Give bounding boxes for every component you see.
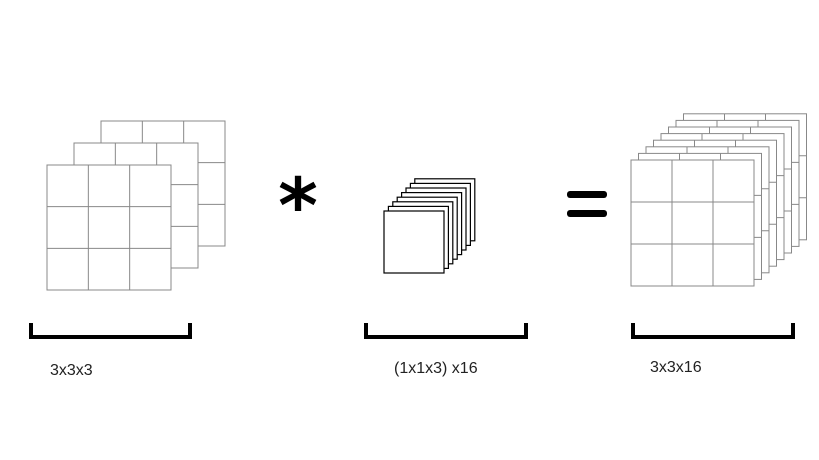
input-layer [46,164,172,291]
output-bracket [631,323,795,339]
output-tensor-stack [630,113,807,287]
input-bracket [29,323,192,339]
kernel-dimension-label: (1x1x3) x16 [394,360,478,377]
input-dimension-label: 3x3x3 [50,362,93,379]
kernel-stack [383,178,476,274]
output-dimension-label: 3x3x16 [650,359,702,376]
output-layer [630,159,755,287]
kernel-bracket [364,323,528,339]
input-tensor-stack [46,120,226,291]
kernel-filter [383,210,445,274]
equals-sign [567,191,607,217]
convolution-operator: * [278,161,318,250]
